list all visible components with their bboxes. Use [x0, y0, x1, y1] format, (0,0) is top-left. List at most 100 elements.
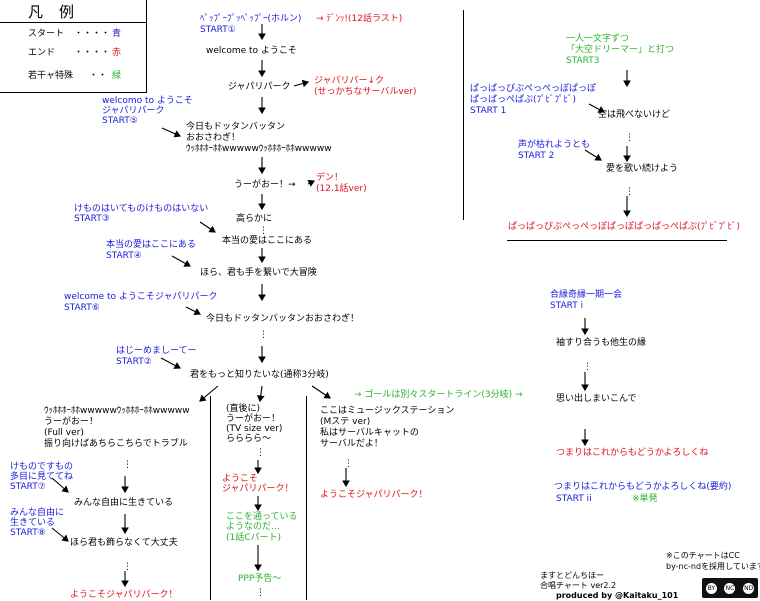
- panel-top-start1: START 1: [470, 106, 507, 116]
- footer-version: 合唱チャート ver2.2: [540, 581, 617, 590]
- start-label-2: START②: [116, 357, 152, 367]
- node-hasty-serval: ジャパリパー↓ク: [314, 76, 385, 86]
- mid-special3: (1話Cパート): [226, 533, 282, 543]
- node-true-love: 本当の愛はここにある: [222, 236, 313, 246]
- svg-text:⋮: ⋮: [123, 460, 132, 470]
- start-label-1: START①: [200, 25, 236, 35]
- start-label-8: START⑧: [10, 528, 46, 538]
- node-den: デン！: [316, 173, 344, 183]
- start-label-4: START④: [106, 251, 142, 261]
- start-label-3: START③: [74, 214, 110, 224]
- panel-top-pappa1: ぱっぱっぴぷぺっぺっぽぱっぽ: [470, 84, 597, 94]
- legend-box: 凡例 スタート ・・・・ 青 エンド ・・・・ 赤 若干ャ特殊 ・・ 緑: [0, 0, 147, 93]
- right-mstation-note: (Mステ ver): [320, 417, 371, 427]
- mid-tv-size: (TV size ver): [226, 424, 283, 434]
- mid-end-welcome1: ようこそ: [222, 474, 259, 484]
- panel-top-keep-singing: 愛を歌い続けよう: [606, 164, 679, 174]
- panel-top-pappa2: ぱっぱっぺぱぷ(ﾌﾟﾋﾞﾌﾟﾋﾞ): [470, 95, 577, 105]
- svg-text:⋮: ⋮: [625, 133, 634, 143]
- start8-line1: みんな自由に: [10, 508, 65, 518]
- left-free-living: みんな自由に生きている: [74, 498, 174, 508]
- mid-immediately: (直後に): [226, 404, 261, 414]
- start6-line: welcome to ようこそジャパリパーク: [64, 292, 218, 302]
- cc-license-icon: BY NC ND: [702, 578, 758, 598]
- start7-line1: けものですもの: [10, 462, 74, 472]
- panel-bottom-memories: 思い出しまいこんで: [556, 394, 637, 404]
- node-ugaoo: うーがおー！→: [234, 180, 296, 190]
- right-serval-cat2: サーバルだよ！: [320, 439, 383, 449]
- footer-cc-note2: by-nc-ndを採用しています: [666, 562, 760, 571]
- panel-bottom-summary: つまりはこれからもどうかよろしくね(要約): [554, 482, 732, 492]
- cc-nd-icon: ND: [743, 582, 755, 594]
- start4-line: 本当の愛はここにある: [106, 240, 197, 250]
- node-welcome: welcome to ようこそ: [206, 46, 297, 56]
- left-trouble: 振り向けばあちらこちらでトラブル: [44, 439, 188, 449]
- start-label-5: START⑤: [102, 116, 138, 126]
- panel-separator-horizontal: [507, 240, 727, 241]
- panel-bottom-single: ※単発: [632, 494, 658, 504]
- start2-line: はじーめましーてー: [116, 346, 197, 356]
- panel-top-start2: START 2: [518, 151, 555, 161]
- legend-start-value: 青: [112, 29, 122, 39]
- panel-bottom-start-i: START i: [550, 301, 584, 311]
- start5-line2: ジャパリパーク: [102, 106, 165, 116]
- svg-text:⋮: ⋮: [259, 330, 268, 340]
- panel-separator-vertical: [463, 10, 464, 220]
- panel-bottom-end-yoroshiku: つまりはこれからもどうかよろしくね: [556, 448, 709, 458]
- start-label-6: START⑥: [64, 303, 100, 313]
- legend-special-value: 緑: [112, 71, 122, 81]
- svg-text:⋮: ⋮: [344, 459, 353, 469]
- left-no-pretend: ほら君も飾らなくて大丈夫: [70, 538, 178, 548]
- node-horn-intro: ﾍﾟｯﾌﾟｰﾌﾟｯﾍﾟｯﾌﾟｰ(ホルン): [200, 14, 302, 24]
- panel-top-dreamer: 「大空ドリーマー」と打つ: [566, 45, 675, 55]
- panel-top-end-pappa: ぱっぱっぴぷぺっぺっぽぱっぽぱっぱっぺぱぷ(ﾌﾟﾋﾞﾌﾟﾋﾞ): [508, 222, 741, 232]
- panel-top-one-char: 一人一文字ずつ: [566, 34, 630, 44]
- mid-lalala: らららら～: [226, 434, 272, 444]
- start5-line1: welcomo to ようこそ: [102, 96, 193, 106]
- legend-end-label: エンド: [28, 48, 56, 58]
- node-japaripark: ジャパリパーク: [228, 82, 291, 92]
- mid-special1: ここを通っている: [226, 512, 298, 522]
- node-dottan-line2: おおさわぎ！: [186, 133, 241, 143]
- node-goal-note: → ゴールは別々スタートライン(3分岐) →: [354, 390, 523, 400]
- footer-title: ますとどんちほー: [540, 571, 604, 580]
- legend-start-label: スタート: [28, 29, 65, 39]
- node-uhohoho: ｳｯﾎﾎﾎｰﾎﾎwwwwwｳｯﾎﾎﾎｰﾎﾎwwwww: [186, 144, 332, 154]
- start-label-7: START⑦: [10, 482, 46, 492]
- panel-top-voice: 声が枯れようとも: [518, 140, 591, 150]
- panel-top-start3: START3: [566, 56, 600, 66]
- right-mstation: ここはミュージックステーション: [320, 406, 455, 416]
- left-end-welcome: ようこそジャパリパーク！: [70, 590, 178, 600]
- panel-bottom-aien: 合縁奇縁一期一会: [550, 290, 623, 300]
- mid-ugaoo: うーがおー！: [226, 414, 281, 424]
- node-dottan-line1: 今日もドッタンバッタン: [186, 122, 286, 132]
- left-ugaoo: うーがおー！: [44, 417, 99, 427]
- svg-text:⋮: ⋮: [259, 226, 268, 236]
- cc-by-icon: BY: [705, 582, 717, 594]
- right-serval-cat1: 私はサーバルキャットの: [320, 428, 419, 438]
- legend-divider: [0, 22, 146, 23]
- start8-line2: 生きている: [10, 518, 56, 528]
- right-end-welcome: ようこそジャパリパーク！: [320, 490, 428, 500]
- legend-title: 凡例: [28, 3, 91, 21]
- svg-text:⋮: ⋮: [625, 187, 634, 197]
- node-takaraka: 高らかに: [236, 214, 273, 224]
- node-three-branch: 君をもっと知りたいな(通称3分岐): [190, 370, 329, 380]
- node-adventure: ほら、君も手を繋いで大冒険: [200, 268, 317, 278]
- node-episode12-end: → ﾃﾞﾝｯ!(12話ラスト): [316, 14, 403, 24]
- left-uhohoho: ｳｯﾎﾎﾎｰﾎﾎwwwwwｳｯﾎﾎﾎｰﾎﾎwwwww: [44, 406, 190, 416]
- left-full-ver: (Full ver): [44, 428, 84, 438]
- node-hasty-serval-note: (せっかちなサーバルver): [314, 87, 417, 97]
- footer-cc-note1: ※このチャートはCC: [666, 551, 740, 560]
- legend-special-dots: ・・: [89, 71, 108, 81]
- node-den-note: (12.1話ver): [316, 184, 367, 194]
- node-dottan-full: 今日もドッタンバッタンおおさわぎ！: [206, 314, 360, 324]
- branch-separator-left: [210, 396, 211, 600]
- mid-end-welcome2: ジャパリパーク！: [222, 484, 294, 494]
- panel-bottom-start-ii: START ii: [556, 494, 592, 504]
- start3-line: けものはいてものけものはいない: [74, 204, 209, 214]
- legend-special-label: 若干ャ特殊: [28, 71, 74, 81]
- start7-line2: 多目に見ててね: [10, 472, 74, 482]
- cc-nc-icon: NC: [724, 582, 736, 594]
